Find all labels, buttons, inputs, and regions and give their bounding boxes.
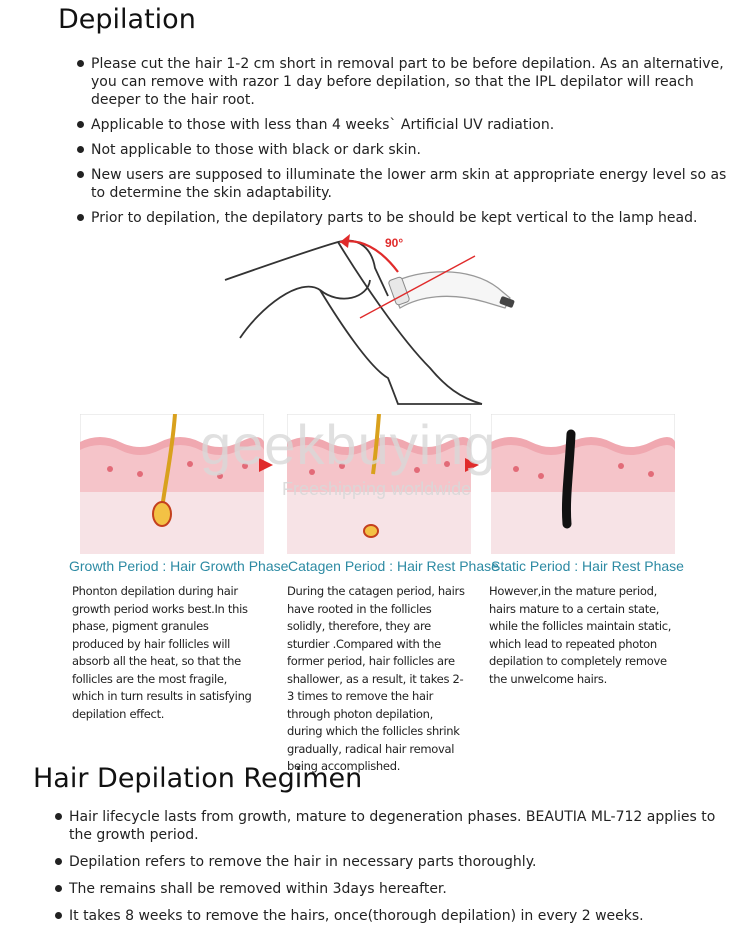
calf-outline [319,289,482,405]
list-item: New users are supposed to illuminate the… [77,166,731,202]
depilation-bullet-list: Please cut the hair 1-2 cm short in remo… [77,55,731,234]
device-lamp-head [388,276,410,306]
phase-desc-growth: Phonton depilation during hair growth pe… [72,584,252,721]
list-item: Applicable to those with less than 4 wee… [77,116,731,134]
leg-device-illustration: 90° [224,234,515,405]
hair-follicle [363,524,379,538]
arrow-right-icon [465,458,479,472]
catagen-phase-panel [287,414,471,554]
arrow-right-icon [259,458,273,472]
angle-label: 90° [385,236,403,250]
static-phase-panel [491,414,675,554]
list-item: Prior to depilation, the depilatory part… [77,209,731,227]
hair-follicle [152,501,172,527]
device-tip [499,296,515,308]
regimen-bullet-list: Hair lifecycle lasts from growth, mature… [55,808,729,934]
list-item: The remains shall be removed within 3day… [55,880,729,898]
list-item: It takes 8 weeks to remove the hairs, on… [55,907,729,925]
list-item: Hair lifecycle lasts from growth, mature… [55,808,729,844]
shin-outline [337,241,483,405]
list-item: Please cut the hair 1-2 cm short in remo… [77,55,731,109]
angle-arrow-icon [340,234,350,248]
ipl-device [389,271,511,309]
bullet-dot-icon [55,858,62,865]
bullet-dot-icon [77,171,84,178]
phase-desc-catagen: During the catagen period, hairs have ro… [287,584,465,773]
section-title-regimen: Hair Depilation Regimen [33,763,363,794]
watermark-brand: geekbuying [200,413,497,476]
hair-strand [371,414,381,475]
list-item: Not applicable to those with black or da… [77,141,731,159]
list-item: Depilation refers to remove the hair in … [55,853,729,871]
bullet-dot-icon [55,912,62,919]
bullet-dot-icon [55,813,62,820]
watermark-tagline: Freeshipping worldwide [282,479,472,499]
phase-title-growth: Growth Period : Hair Growth Phase [69,558,289,574]
bullet-dot-icon [77,60,84,67]
leg-outline [224,239,389,297]
section-title-depilation: Depilation [58,4,196,35]
phase-desc-static: However,in the mature period, hairs matu… [489,584,672,686]
bullet-dot-icon [77,214,84,221]
hair-strand [561,429,576,529]
bullet-dot-icon [55,885,62,892]
vertical-indicator-line [359,255,476,319]
bullet-dot-icon [77,146,84,153]
bullet-dot-icon [77,121,84,128]
growth-phase-panel [80,414,264,554]
phase-title-catagen: Catagen Period : Hair Rest Phase [288,558,499,574]
phase-title-static: Static Period : Hair Rest Phase [491,558,684,574]
leg-outline-lower [239,279,371,339]
